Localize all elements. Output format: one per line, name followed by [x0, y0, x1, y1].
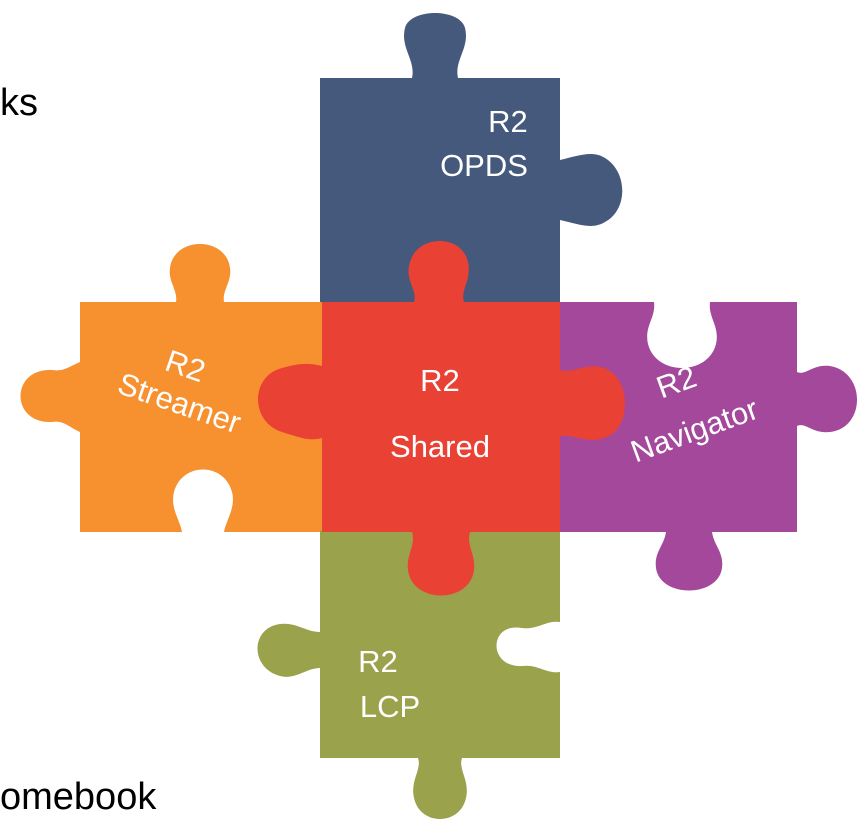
puzzle-piece-streamer-shape: [20, 244, 322, 532]
puzzle-piece-opds-shape: [320, 13, 623, 302]
piece-label-opds-line1: R2: [488, 104, 528, 139]
puzzle-piece-streamer: R2 Streamer: [20, 244, 322, 532]
piece-label-shared-line2: Shared: [390, 429, 490, 464]
piece-label-lcp-line2: LCP: [360, 689, 420, 724]
puzzle-piece-navigator-shape: [558, 302, 857, 591]
puzzle-piece-navigator: R2 Navigator: [558, 302, 857, 591]
piece-label-shared-line1: R2: [420, 363, 460, 398]
puzzle-piece-opds: R2 OPDS: [320, 13, 623, 302]
piece-label-opds-line2: OPDS: [440, 148, 528, 183]
puzzle-piece-lcp-shape: [257, 530, 560, 819]
puzzle-piece-lcp: R2 LCP: [257, 530, 560, 819]
piece-label-lcp-line1: R2: [358, 644, 398, 679]
puzzle-piece-shared-shape: [258, 241, 625, 596]
puzzle-piece-shared: R2 Shared: [258, 241, 625, 596]
slide-text-bottom-fragment: omebook: [0, 776, 157, 818]
slide-text-top-fragment: ks: [0, 82, 38, 124]
